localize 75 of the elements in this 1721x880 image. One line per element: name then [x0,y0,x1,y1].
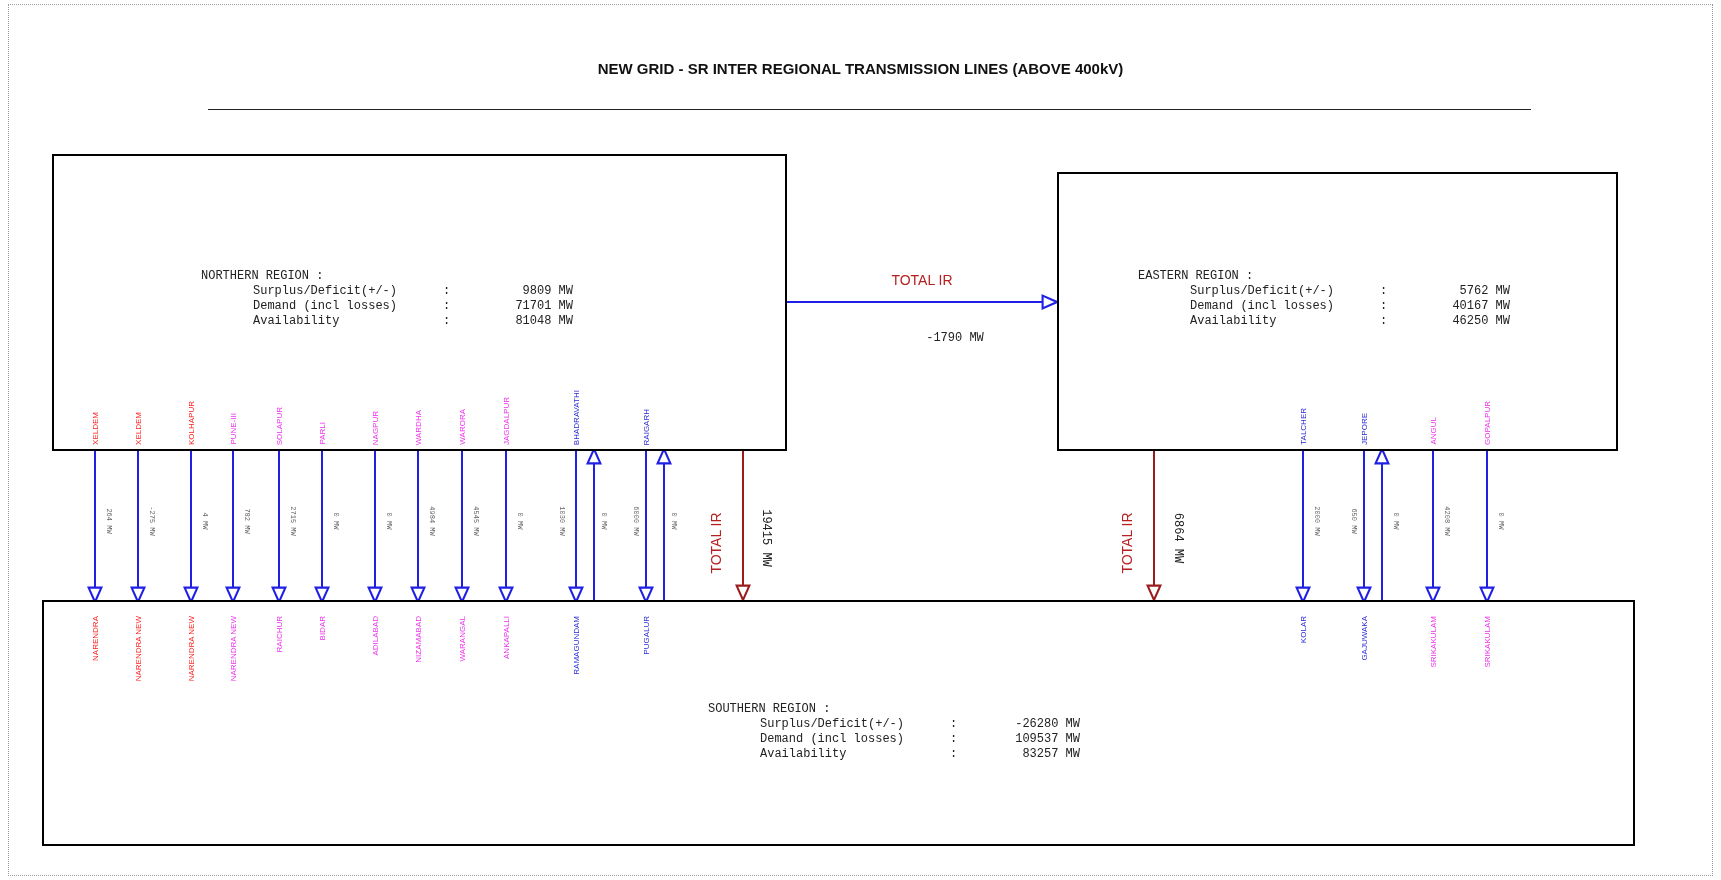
metric-value: 9809 MW [522,284,573,299]
station-name: PUGALUR [641,616,651,655]
station-name: NIZAMABAD [413,616,423,663]
station-name: PARLI [317,422,327,445]
station-name: JAGDALPUR [501,397,511,445]
station-name: XELDEM [133,412,143,445]
region-box [1057,172,1618,451]
station-name: TALCHER [1298,408,1308,445]
station-name: ANKAPALLI [501,616,511,659]
station-name: RAIGARH [641,408,651,445]
station-name: ANGUL [1428,417,1438,445]
region-box [52,154,787,451]
station-name: KOLAR [1298,616,1308,644]
station-name: NARENDRA NEW [186,616,196,682]
station-name: GOPALPUR [1482,401,1492,445]
metric-value: 109537 MW [1015,732,1080,747]
station-name: WARORA [457,409,467,445]
metric-value: 46250 MW [1452,314,1510,329]
station-name: RAICHUR [274,616,284,653]
station-name: NARENDRA [90,616,100,661]
edge-label: TOTAL IR [1117,512,1136,574]
separator: : [950,717,958,732]
station-name: SOLAPUR [274,406,284,445]
flow-value: 19415 MW [758,509,774,567]
separator: : [443,314,451,329]
separator: : [1380,314,1388,329]
separator: : [950,747,958,762]
station-name: WARANGAL [457,616,467,662]
station-name: GAJUWAKA [1359,616,1369,661]
flow-value: -1790 MW [926,330,984,347]
separator: : [950,732,958,747]
edge-label: TOTAL IR [706,512,725,574]
station-name: SRIKAKULAM [1482,616,1492,668]
metric-name: Demand (incl losses) [760,732,905,747]
station-name: NARENDRA NEW [133,616,143,682]
station-name: JEPORE [1359,413,1369,445]
station-name: BHADRAVATHI [571,389,581,445]
metric-value: 81048 MW [515,314,573,329]
separator: : [1380,299,1388,314]
flow-value: 6864 MW [1170,512,1186,564]
diagram-title: NEW GRID - SR INTER REGIONAL TRANSMISSION LINES (ABOVE 400kV) [596,59,1125,79]
station-name: WARDHA [413,409,423,445]
metric-value: 40167 MW [1452,299,1510,314]
edge-label: TOTAL IR [891,270,953,290]
station-name: ADILABAD [370,616,380,656]
station-name: SRIKAKULAM [1428,616,1438,668]
station-name: NAGPUR [370,410,380,445]
station-name: RAMAGUNDAM [571,616,581,675]
metric-value: 83257 MW [1022,747,1080,762]
region-heading: SOUTHERN REGION : [708,702,832,717]
metric-name: Surplus/Deficit(+/-) [760,717,905,732]
metric-name: Availability [1190,314,1277,329]
station-name: PUNE-III [228,413,238,445]
arrow [1146,450,1162,602]
arrow [735,450,751,602]
station-name: KOLHAPUR [186,401,196,445]
separator: : [1380,284,1388,299]
metric-name: Demand (incl losses) [1190,299,1335,314]
metric-name: Demand (incl losses) [253,299,398,314]
metric-name: Availability [253,314,340,329]
metric-name: Availability [760,747,847,762]
arrow [786,294,1059,310]
metric-name: Surplus/Deficit(+/-) [1190,284,1335,299]
separator: : [443,299,451,314]
region-heading: NORTHERN REGION : [201,269,325,284]
station-name: NARENDRA NEW [228,616,238,682]
region-box [42,600,1635,846]
metric-value: -26280 MW [1015,717,1080,732]
separator: : [443,284,451,299]
station-name: BIDAR [317,616,327,641]
metric-name: Surplus/Deficit(+/-) [253,284,398,299]
station-name: XELDEM [90,412,100,445]
region-heading: EASTERN REGION : [1138,269,1255,284]
metric-value: 5762 MW [1459,284,1510,299]
metric-value: 71701 MW [515,299,573,314]
